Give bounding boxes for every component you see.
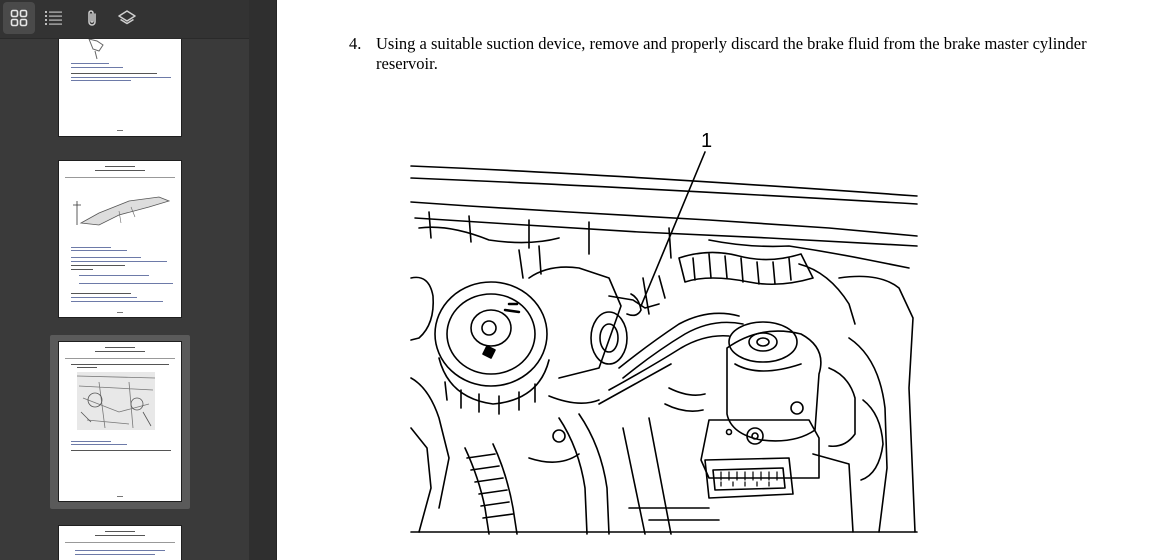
attachments-button[interactable] — [76, 2, 108, 34]
list-icon — [45, 11, 62, 25]
sidebar-resize-handle[interactable] — [249, 0, 277, 560]
page-thumbnail[interactable] — [59, 161, 181, 317]
thumbnail-list[interactable] — [0, 39, 249, 560]
document-page: 4. Using a suitable suction device, remo… — [277, 0, 1155, 560]
step-text: Using a suitable suction device, remove … — [376, 34, 1087, 73]
thumbnail-drawing — [76, 372, 156, 430]
thumbnail-sidebar — [0, 0, 249, 560]
step-number: 4. — [349, 34, 362, 53]
page-thumbnail[interactable] — [59, 526, 181, 560]
thumbnail-drawing — [73, 196, 171, 226]
layers-icon — [118, 10, 136, 25]
engine-bay-illustration — [410, 151, 918, 535]
thumbnails-view-button[interactable] — [3, 2, 35, 34]
procedure-step: 4. Using a suitable suction device, remo… — [349, 34, 1099, 74]
sidebar-toolbar — [0, 0, 249, 39]
paperclip-icon — [88, 10, 96, 26]
outline-view-button[interactable] — [38, 2, 70, 34]
page-thumbnail-current[interactable] — [59, 342, 181, 501]
page-thumbnail[interactable] — [59, 39, 181, 136]
layers-button[interactable] — [111, 2, 143, 34]
thumbnail-drawing — [88, 39, 104, 60]
grid-icon — [10, 9, 28, 27]
callout-label: 1 — [701, 130, 713, 152]
